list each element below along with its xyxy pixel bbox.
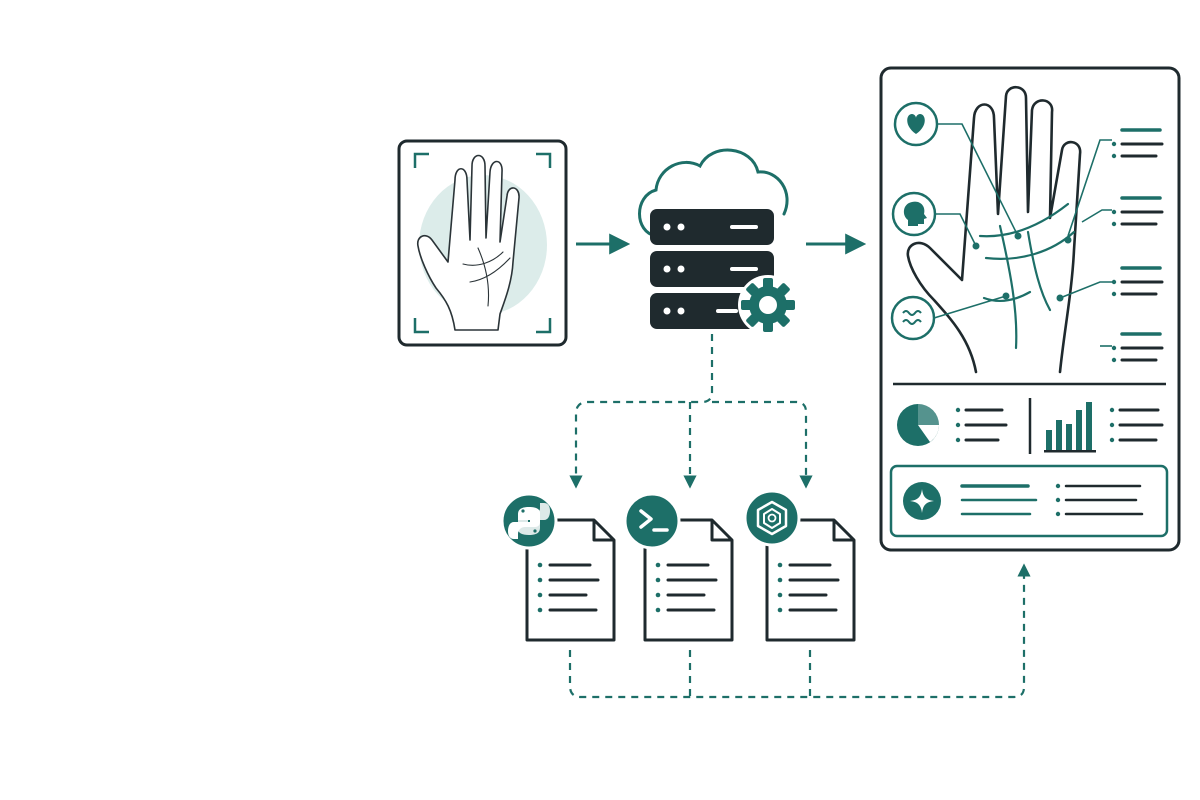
- right-callouts: [1056, 128, 1164, 363]
- dashed-branches: [569, 334, 813, 489]
- scan-frame-corners: [413, 152, 552, 334]
- hexagon-package-icon: [743, 489, 801, 547]
- bar-chart-icon: [1044, 402, 1096, 453]
- script-doc-python: [500, 492, 616, 642]
- head-profile-icon: [891, 191, 937, 237]
- callout-line-wave: [933, 295, 1007, 319]
- cloud-server-icon: [638, 148, 798, 335]
- pie-chart-icon: [897, 404, 939, 446]
- cloud-outline: [638, 148, 789, 238]
- wave-icon: [890, 295, 936, 341]
- stats-list-left: [955, 407, 1008, 443]
- palm-report-panel: [879, 66, 1181, 552]
- script-doc-terminal: [623, 492, 734, 642]
- gear-icon: [738, 275, 798, 335]
- palm-hand-illustration: [906, 85, 1082, 374]
- sparkle-icon: [903, 482, 941, 520]
- script-doc-package: [743, 489, 856, 642]
- python-icon: [500, 492, 558, 550]
- summary-lines: [960, 483, 1144, 517]
- callout-line-heart: [937, 123, 1019, 237]
- hand-scan-icon: [416, 154, 520, 331]
- hand-scan-card: [397, 139, 568, 347]
- terminal-icon: [623, 492, 681, 550]
- heart-icon: [893, 101, 939, 147]
- stats-list-right: [1109, 407, 1164, 443]
- callout-line-head: [935, 213, 977, 247]
- dashed-merge-to-report: [568, 563, 1031, 699]
